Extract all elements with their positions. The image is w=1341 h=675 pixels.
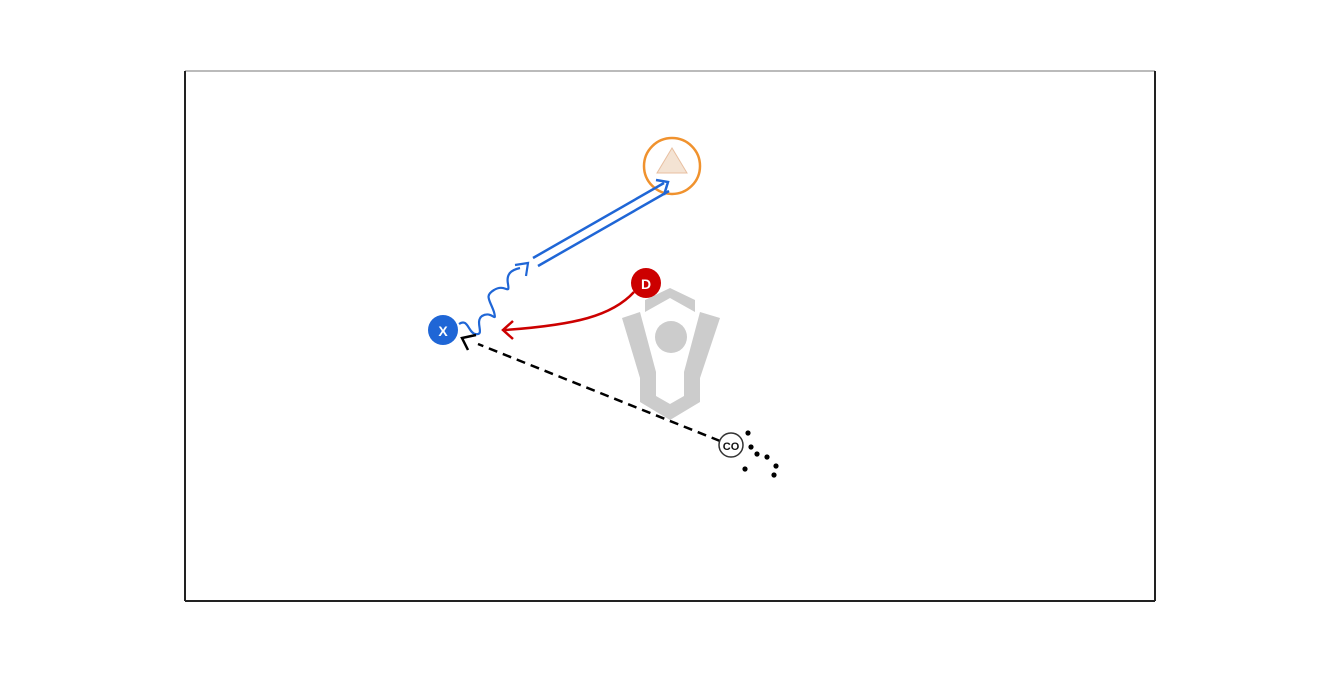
ball-icon <box>773 463 779 469</box>
pass-line <box>532 178 670 268</box>
attacker-label: X <box>438 323 448 339</box>
defender-marker: D <box>631 268 661 298</box>
coach-label: CO <box>723 441 740 453</box>
ball-icon <box>748 444 754 450</box>
defender-circle <box>631 268 661 298</box>
dribble-arrowhead-icon <box>514 261 530 277</box>
coach-circle <box>718 432 744 458</box>
coach-pass-arrowhead-icon <box>460 333 477 351</box>
ball-icon <box>771 472 777 478</box>
defender-run-line <box>501 291 635 340</box>
attacker-circle <box>428 315 458 345</box>
attacker-marker: X <box>428 315 458 345</box>
ball-pile <box>742 430 779 478</box>
defender-run-arrowhead-icon <box>501 320 514 340</box>
triangle-cone-icon <box>656 147 688 174</box>
pass-arrowhead-icon <box>655 178 670 196</box>
ball-icon <box>745 430 751 436</box>
lacrosse-head-logo-icon <box>622 288 720 420</box>
coach-pass-line <box>460 333 721 443</box>
ball-icon <box>764 454 770 460</box>
ball-icon <box>754 451 760 457</box>
ball-icon <box>742 466 748 472</box>
defender-label: D <box>641 276 651 292</box>
coach-marker: CO <box>718 432 744 458</box>
target-cone <box>642 136 702 196</box>
